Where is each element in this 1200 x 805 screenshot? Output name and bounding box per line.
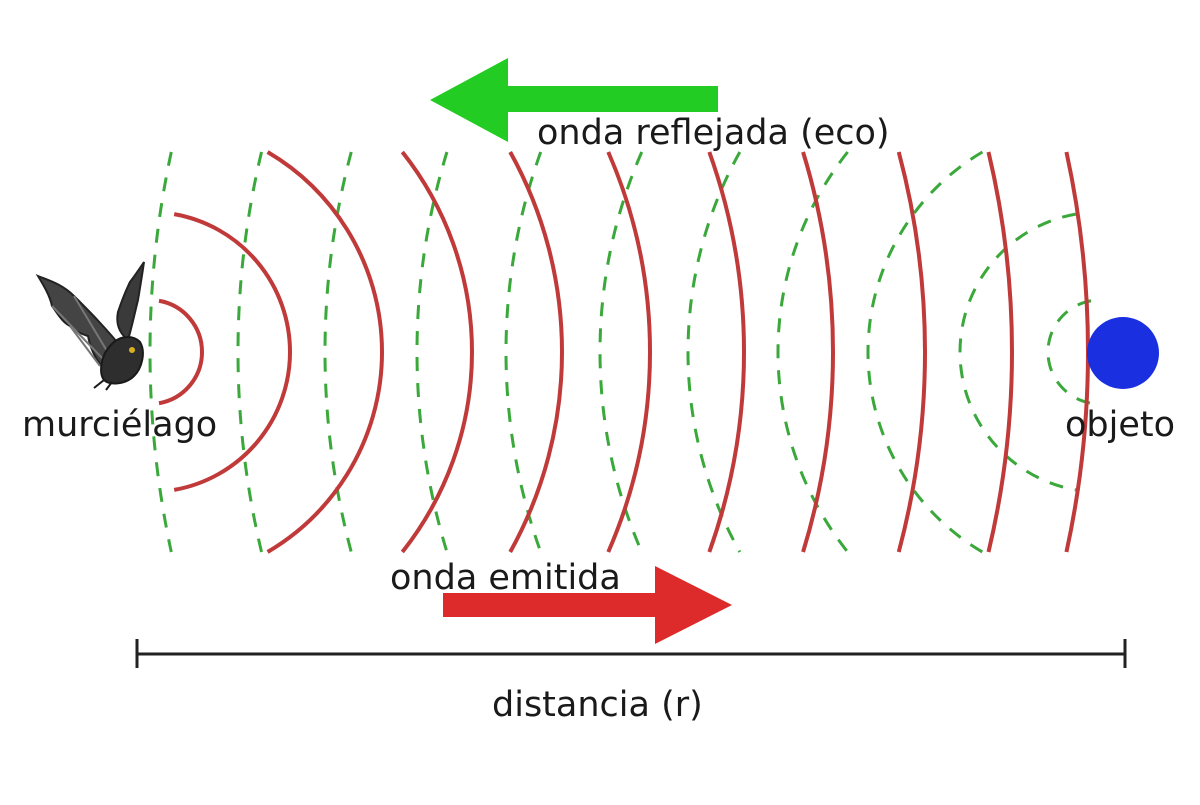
reflected-wave-front <box>598 151 644 553</box>
reflected-wave-arrow <box>430 58 718 142</box>
emitted-wave-front <box>801 151 835 553</box>
reflected-wave-label: onda reflejada (eco) <box>537 113 890 153</box>
emitted-wave-group <box>158 150 1090 554</box>
bat-label: murciélago <box>22 405 218 445</box>
distance-label: distancia (r) <box>492 685 703 725</box>
distance-scale <box>135 639 1127 668</box>
bat-feet <box>93 379 113 391</box>
reflected-wave-front <box>958 212 1077 492</box>
bat-wing-ribs <box>51 295 111 367</box>
reflected-wave-front <box>236 151 263 553</box>
reflected-wave-front <box>776 151 849 553</box>
object-label: objeto <box>1065 405 1176 445</box>
reflected-wave-front <box>415 151 449 553</box>
emitted-wave-front <box>986 151 1014 553</box>
bat-left-wing <box>35 273 127 382</box>
reflected-wave-front <box>866 150 984 554</box>
emitted-wave-front <box>173 212 292 492</box>
emitted-wave-front <box>896 151 927 553</box>
reflected-wave-group <box>148 150 1092 554</box>
reflected-wave-front <box>504 151 543 553</box>
emitted-wave-front <box>266 150 384 554</box>
emitted-wave-front <box>508 151 564 553</box>
reflected-wave-front <box>1046 299 1092 405</box>
bat-icon <box>35 261 145 391</box>
bat-eye <box>129 347 135 353</box>
bat-right-wing <box>116 261 145 342</box>
emitted-wave-label: onda emitida <box>390 558 621 598</box>
reflected-wave-front <box>148 151 173 553</box>
reflected-wave-front <box>323 151 353 553</box>
emitted-wave-front <box>606 151 652 553</box>
reflected-wave-front <box>686 151 742 553</box>
emitted-wave-front <box>707 151 746 553</box>
emitted-wave-front <box>400 150 474 554</box>
emitted-wave-front <box>158 298 204 406</box>
emitted-wave-front <box>1064 151 1090 553</box>
emitted-wave-arrow <box>443 566 732 644</box>
object-circle <box>1087 317 1159 389</box>
